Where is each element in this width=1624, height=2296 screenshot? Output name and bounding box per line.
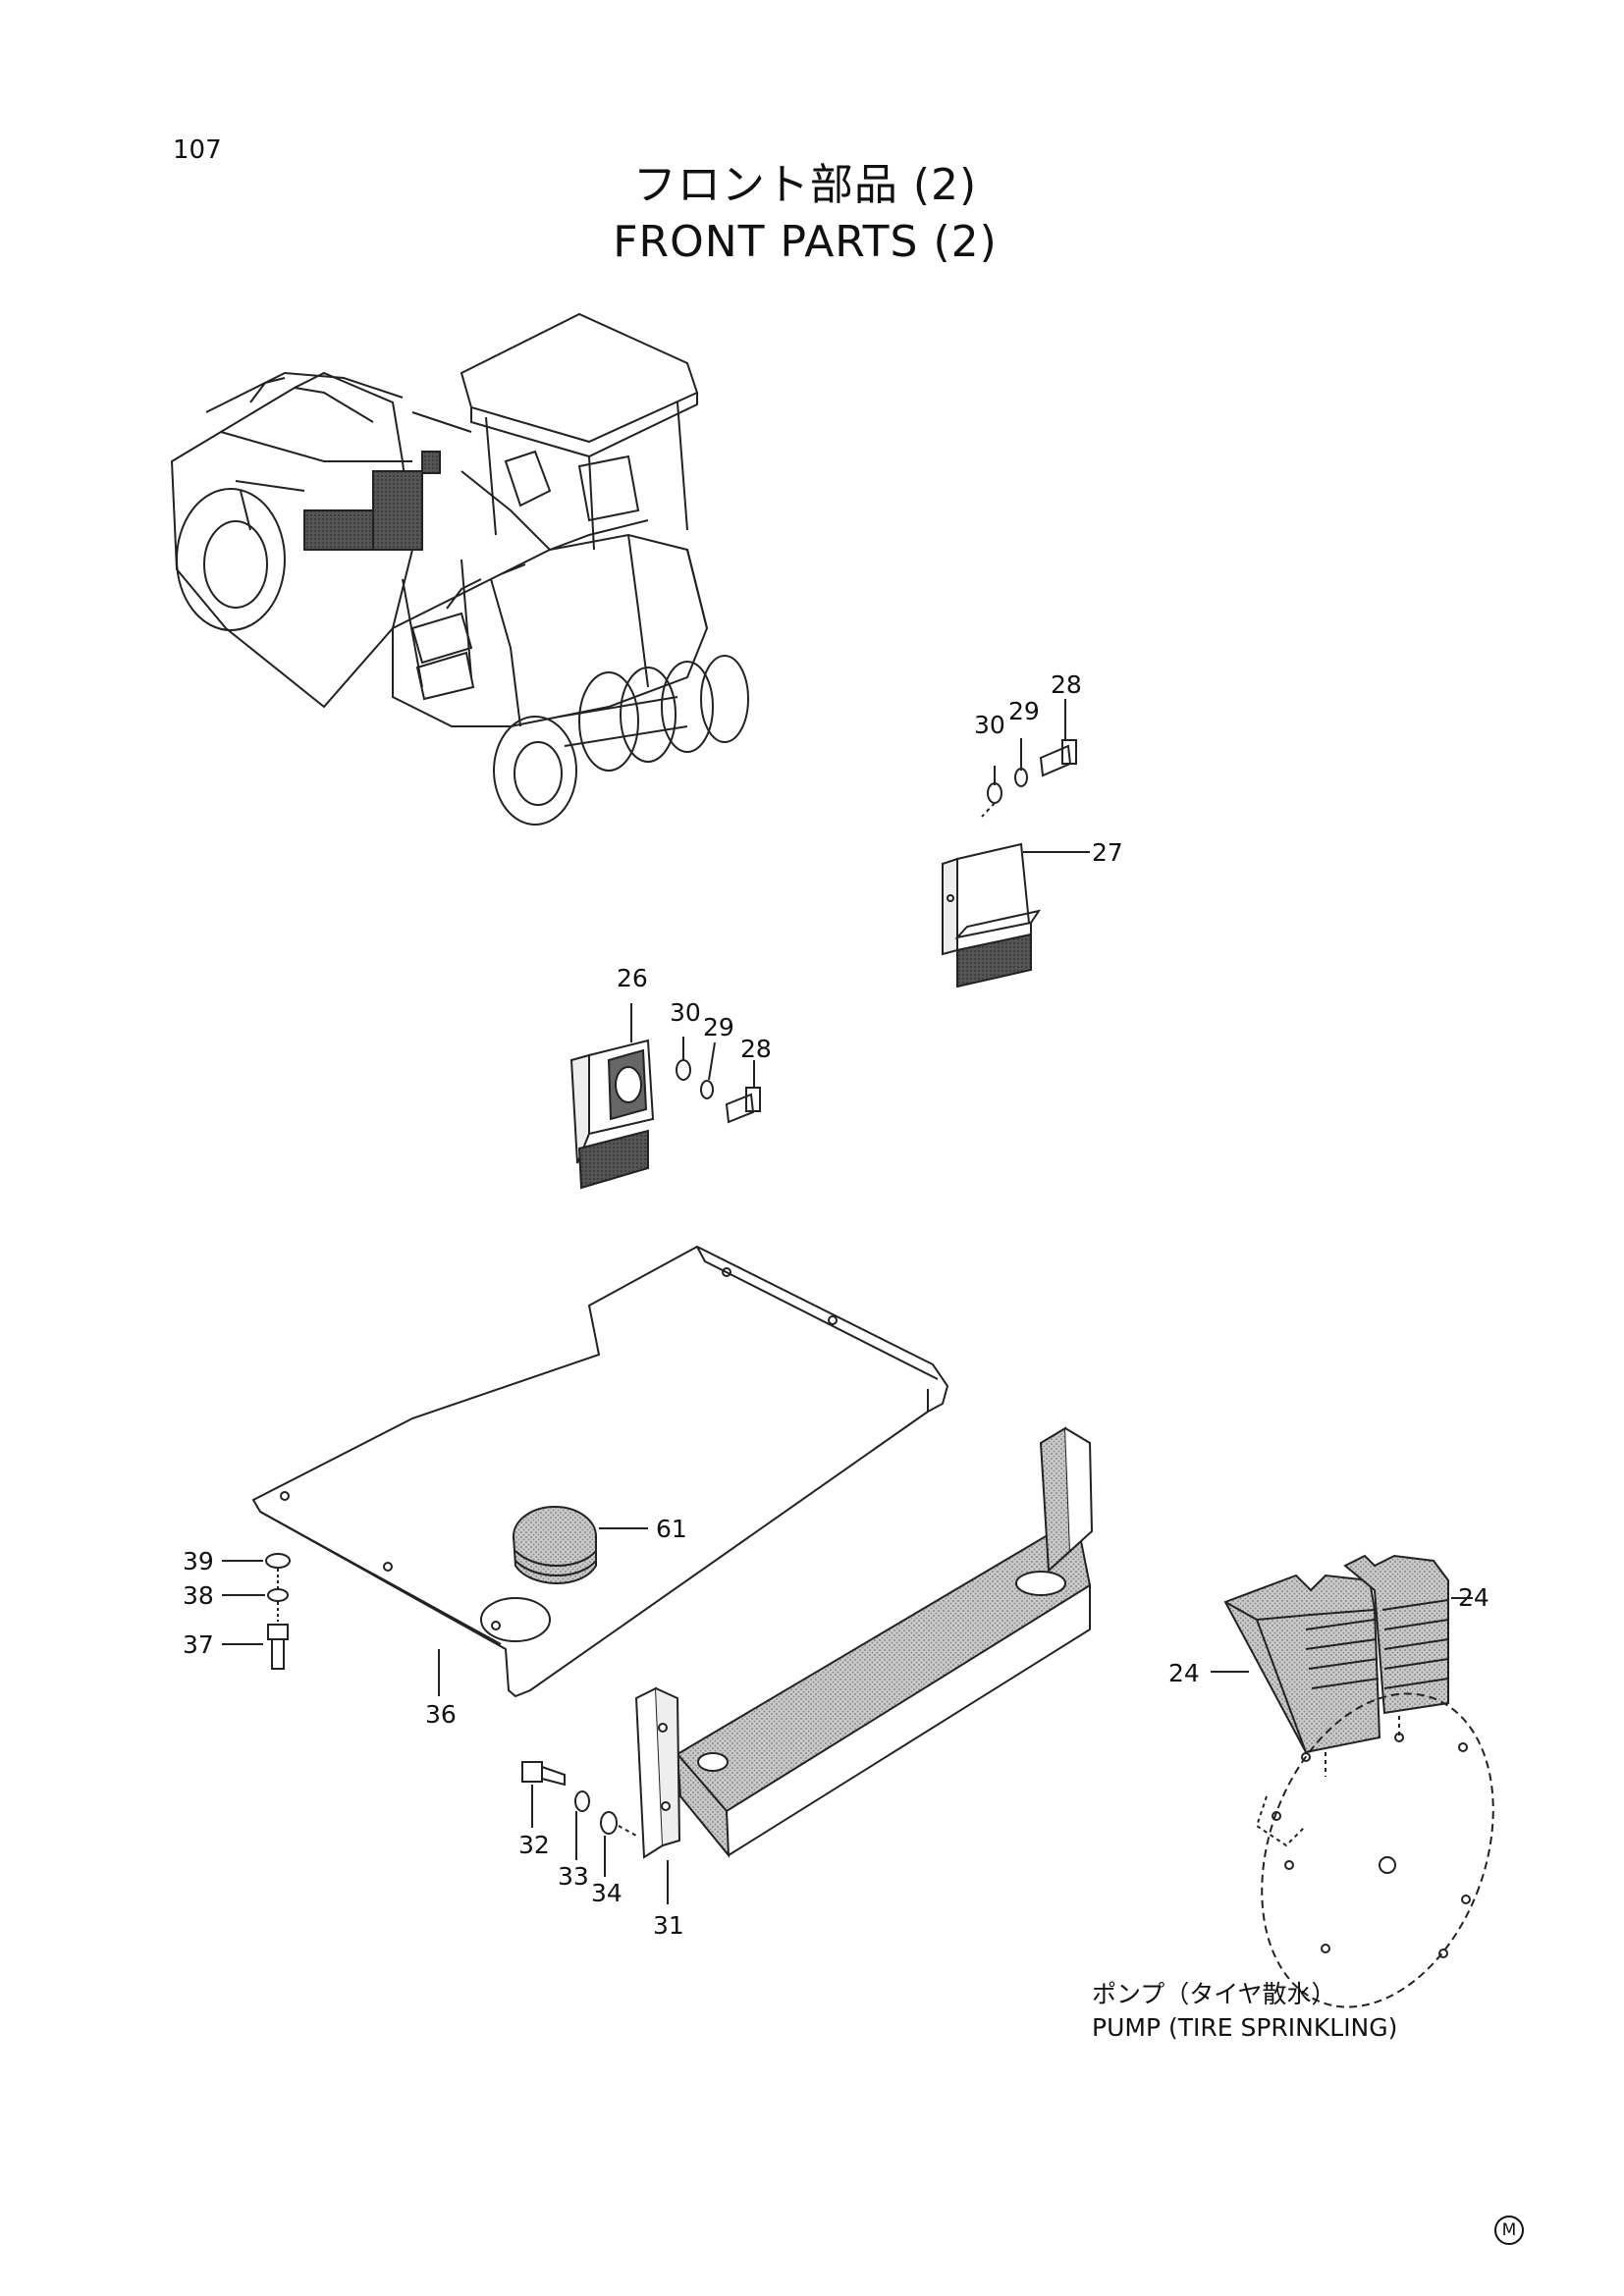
hardware-bottom [521,1761,637,1877]
label-28-lower: 28 [740,1035,772,1063]
label-26: 26 [617,964,648,992]
bracket-27 [942,842,1090,988]
label-28-upper: 28 [1051,670,1082,699]
title-english: FRONT PARTS (2) [613,217,998,267]
label-38: 38 [183,1581,214,1610]
label-29-lower: 29 [703,1013,734,1041]
label-30-lower: 30 [670,998,701,1027]
pump-caption: ポンプ（タイヤ散水） PUMP (TIRE SPRINKLING) [1092,1978,1397,2045]
pad-24-left [1223,1574,1381,1754]
floor-plate-36 [251,1245,949,1698]
label-24-right: 24 [1458,1583,1489,1612]
label-37: 37 [183,1630,214,1659]
label-61: 61 [656,1515,687,1543]
label-32: 32 [518,1831,550,1859]
label-29-upper: 29 [1008,697,1040,725]
label-39: 39 [183,1547,214,1575]
label-24-left: 24 [1168,1659,1200,1687]
label-36: 36 [425,1700,457,1729]
label-30-upper: 30 [974,711,1005,739]
caption-japanese: ポンプ（タイヤ散水） [1092,1980,1336,2008]
page-number: 107 [173,135,222,165]
hardware-upper [981,699,1077,818]
label-27: 27 [1092,838,1123,867]
pump-disc [1255,1692,1494,2008]
machine-overview-illustration [170,312,749,826]
label-33: 33 [558,1862,589,1891]
bracket-26 [569,1003,655,1190]
label-31: 31 [653,1911,684,1940]
cross-member-31 [634,1426,1094,1904]
hardware-left [222,1553,291,1670]
title-japanese: フロント部品 (2) [632,160,978,210]
hardware-lower [676,1037,761,1124]
page-title: フロント部品 (2) FRONT PARTS (2) [530,157,1080,271]
label-34: 34 [591,1879,623,1907]
pad-24-right [1211,1554,1473,1715]
caption-english: PUMP (TIRE SPRINKLING) [1092,2013,1398,2042]
revision-mark: M [1494,2216,1524,2245]
